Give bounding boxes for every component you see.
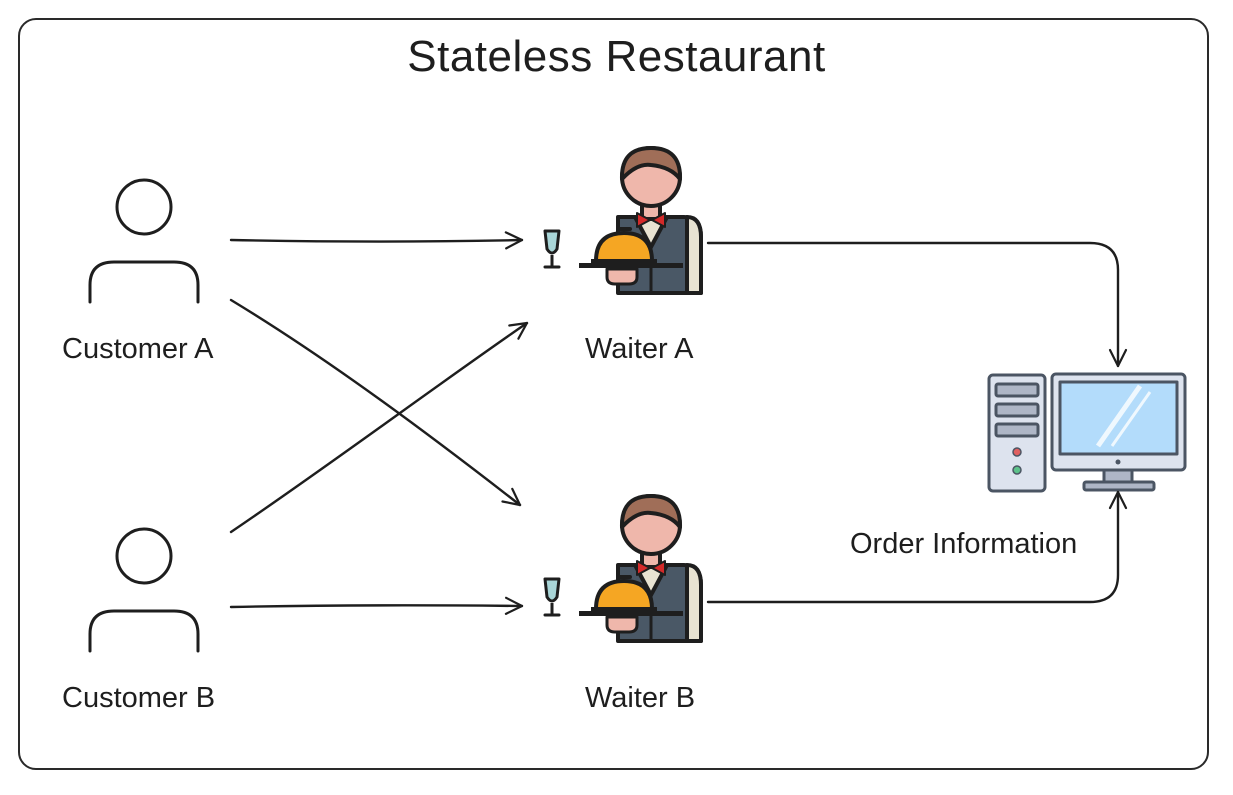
arrow-waiter-a-to-order-information bbox=[706, 241, 1128, 368]
waiter-a-icon bbox=[543, 146, 703, 295]
arrow-customer-a-to-waiter-b bbox=[229, 298, 522, 507]
waiter-b-label: Waiter B bbox=[585, 682, 696, 714]
customer-a-icon bbox=[88, 178, 200, 304]
arrow-customer-b-to-waiter-b bbox=[229, 596, 524, 615]
customer-b-icon bbox=[88, 527, 200, 653]
diagram-frame bbox=[18, 18, 1209, 770]
diagram-title: Stateless Restaurant bbox=[407, 32, 826, 81]
arrow-customer-b-to-waiter-a bbox=[229, 321, 529, 534]
customer-a-label: Customer A bbox=[62, 333, 214, 365]
waiter-b-icon bbox=[543, 494, 703, 643]
desktop-computer-icon bbox=[987, 372, 1187, 493]
arrow-waiter-b-to-order-information bbox=[706, 490, 1128, 604]
waiter-a-label: Waiter A bbox=[585, 333, 694, 365]
arrow-customer-a-to-waiter-a bbox=[229, 231, 524, 250]
order-information-label: Order Information bbox=[850, 528, 1078, 560]
customer-b-label: Customer B bbox=[62, 682, 216, 714]
